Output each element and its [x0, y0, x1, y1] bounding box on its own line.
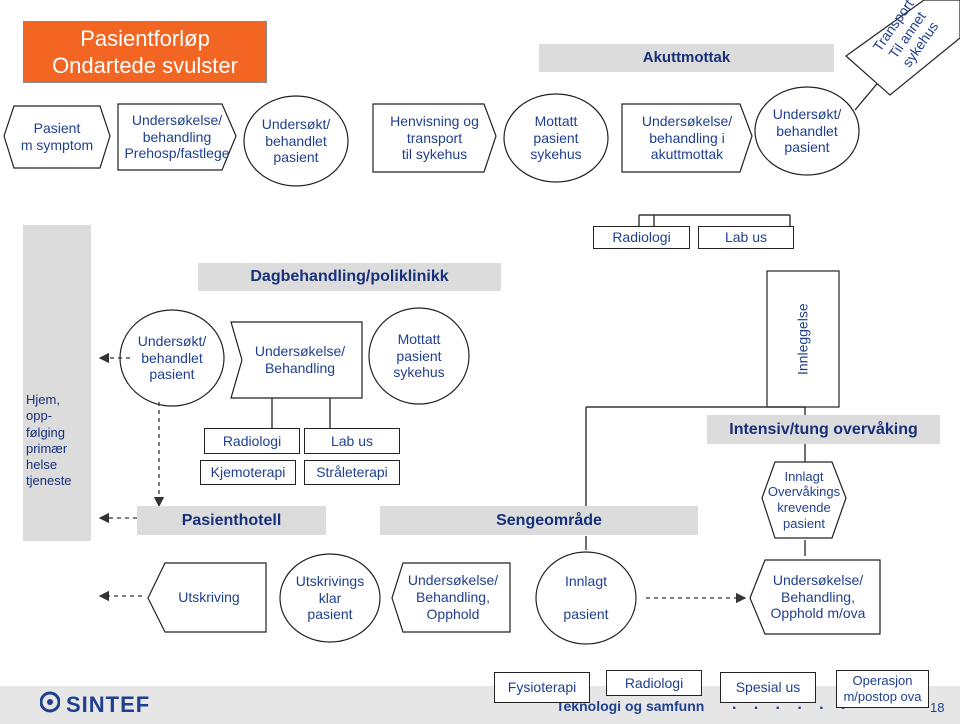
- lab-top: Lab us: [698, 226, 794, 249]
- operasjon-box: Operasjon m/postop ova: [836, 670, 929, 708]
- dagbehandling-banner: Dagbehandling/poliklinikk: [198, 263, 501, 291]
- intensiv-banner: Intensiv/tung overvåking: [707, 415, 940, 444]
- mid-undersokelse: Undersøkelse/ Behandling: [254, 343, 346, 376]
- hjem-label: Hjem, opp- følging primær helse tjeneste: [26, 392, 72, 489]
- spesial-us-box: Spesial us: [720, 672, 816, 703]
- intensiv-hexagon: [761, 461, 847, 539]
- top-akuttmottak-behandling: Undersøkelse/ behandling i akuttmottak: [641, 112, 733, 163]
- bottom-opphold: Undersøkelse/ Behandling, Opphold: [407, 572, 499, 622]
- top-shape-undersokt-1: [243, 95, 349, 187]
- top-shape-undersokt-2: [754, 86, 860, 176]
- radiologi-mid: Radiologi: [204, 428, 300, 454]
- top-shape-henvisning: [372, 103, 497, 173]
- top-henvisning: Henvisning og transport til sykehus: [390, 112, 479, 163]
- top-undersokt-2: Undersøkt/ behandlet pasient: [772, 105, 842, 156]
- transport-shape: [845, 0, 960, 96]
- bottom-opphold-ova: Undersøkelse/ Behandling, Opphold m/ova: [770, 571, 866, 622]
- pasienthotell-banner: Pasienthotell: [137, 506, 326, 535]
- lab-mid: Lab us: [304, 428, 400, 454]
- mid-mottatt: Mottatt pasient sykehus: [393, 330, 445, 381]
- hjem-panel: [23, 225, 91, 541]
- sengeomrade-banner: Sengeområde: [380, 506, 698, 535]
- bottom-utskrivings-klar: Utskrivings klar pasient: [295, 572, 365, 623]
- mid-shape-mottatt: [368, 307, 470, 405]
- top-mottatt: Mottatt pasient sykehus: [530, 112, 582, 163]
- fysioterapi-box: Fysioterapi: [494, 672, 590, 703]
- innleggelse-label: Innleggelse: [794, 303, 811, 375]
- innlagt-overvakings: Innlagt Overvåkings krevende pasient: [767, 468, 841, 531]
- page-number: 18: [930, 700, 945, 715]
- footer-tagline: Teknologi og samfunn: [556, 698, 705, 714]
- radiologi-footer-box: Radiologi: [606, 670, 702, 696]
- bottom-innlagt: Innlagt pasient: [563, 572, 609, 623]
- bottom-shape-utskriving: [147, 562, 267, 633]
- mid-undersokt: Undersøkt/ behandlet pasient: [137, 332, 207, 383]
- top-shape-pasient-symptom: [3, 105, 111, 169]
- bottom-shape-opphold: [391, 562, 511, 633]
- radiologi-top: Radiologi: [593, 226, 690, 249]
- bottom-shape-innlagt: [535, 551, 637, 645]
- bottom-shape-utskrivings-klar: [279, 553, 381, 643]
- top-shape-prehosp: [117, 103, 237, 171]
- top-shape-akuttmottak: [621, 103, 753, 173]
- innleggelse-box: [766, 270, 840, 408]
- bottom-shape-opphold-ova: [749, 559, 881, 635]
- bottom-utskriving: Utskriving: [178, 589, 240, 606]
- top-undersokt-1: Undersøkt/ behandlet pasient: [261, 115, 331, 166]
- footer-dots: · · · · · ·: [732, 700, 853, 717]
- sintef-logo: SINTEF: [66, 692, 151, 717]
- top-prehosp: Undersøkelse/ behandling Prehosp/fastleg…: [124, 111, 230, 162]
- akuttmottak-banner: Akuttmottak: [539, 44, 834, 72]
- page-title: Pasientforløp Ondartede svulster: [23, 21, 267, 83]
- sintef-logo-icon: [39, 690, 61, 714]
- top-pasient-symptom: Pasient m symptom: [20, 120, 94, 153]
- top-shape-mottatt: [503, 93, 609, 183]
- straleterapi-box: Stråleterapi: [304, 460, 400, 485]
- mid-shape-undersokelse: [230, 321, 363, 399]
- kjemoterapi-box: Kjemoterapi: [200, 460, 296, 485]
